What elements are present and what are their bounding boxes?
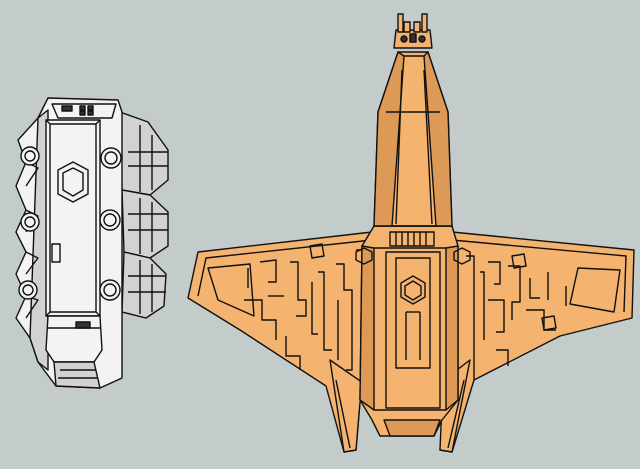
core-panel <box>395 257 431 369</box>
white-pod-ship <box>15 97 169 389</box>
right-wing-panels <box>466 253 567 380</box>
pod-rear <box>45 315 103 363</box>
pod-right-modules <box>119 111 169 319</box>
pod-left-portholes <box>18 146 40 300</box>
fighter-turret <box>393 13 433 49</box>
orange-fighter-ship <box>187 13 635 453</box>
core-grille <box>389 231 435 247</box>
pod-hatch <box>51 243 61 263</box>
left-wing-panels <box>244 243 365 380</box>
pod-right-portholes <box>99 147 122 301</box>
